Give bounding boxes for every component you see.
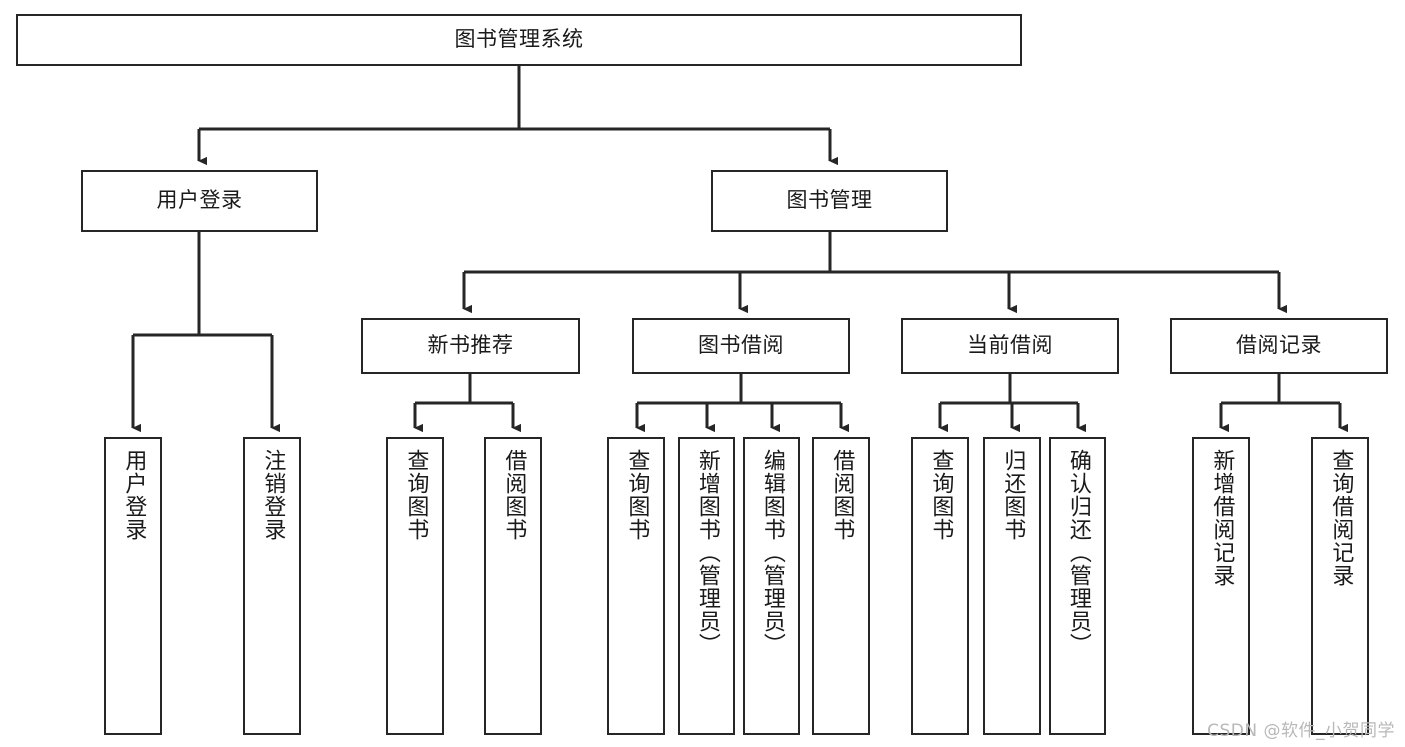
node-label: 图书管理 — [786, 188, 873, 213]
node-leaf[interactable]: 借阅图书 — [812, 437, 870, 735]
node-leaf[interactable]: 查询借阅记录 — [1311, 437, 1369, 735]
node-leaf[interactable]: 新增图书（管理员） — [678, 437, 735, 735]
node-root-system[interactable]: 图书管理系统 — [16, 14, 1022, 66]
node-label: 归还图书 — [1000, 449, 1026, 541]
node-borrow-record[interactable]: 借阅记录 — [1170, 318, 1388, 374]
node-label: 图书管理系统 — [454, 27, 584, 52]
node-label: 借阅图书 — [829, 449, 855, 541]
node-label: 图书借阅 — [698, 333, 784, 358]
node-leaf[interactable]: 查询图书 — [911, 437, 969, 735]
node-leaf[interactable]: 确认归还（管理员） — [1049, 437, 1106, 735]
node-leaf[interactable]: 新增借阅记录 — [1192, 437, 1250, 735]
node-label: 新增图书（管理员） — [694, 449, 720, 656]
node-label: 查询图书 — [624, 449, 650, 541]
node-leaf[interactable]: 借阅图书 — [484, 437, 542, 735]
node-label: 用户登录 — [121, 449, 147, 541]
node-leaf[interactable]: 查询图书 — [386, 437, 444, 735]
node-label: 注销登录 — [260, 449, 286, 541]
node-label: 确认归还（管理员） — [1065, 449, 1091, 656]
node-label: 新书推荐 — [427, 333, 514, 358]
node-book-borrow[interactable]: 图书借阅 — [632, 318, 850, 374]
node-user-login[interactable]: 用户登录 — [81, 170, 318, 232]
node-leaf[interactable]: 用户登录 — [104, 437, 162, 735]
node-label: 查询图书 — [928, 449, 954, 541]
node-new-book-recommend[interactable]: 新书推荐 — [361, 318, 580, 374]
node-leaf[interactable]: 编辑图书（管理员） — [743, 437, 800, 735]
node-label: 当前借阅 — [967, 333, 1053, 358]
node-label: 新增借阅记录 — [1209, 449, 1235, 587]
node-label: 借阅记录 — [1236, 333, 1322, 358]
node-label: 编辑图书（管理员） — [759, 449, 785, 656]
node-label: 查询图书 — [403, 449, 429, 541]
node-label: 借阅图书 — [501, 449, 527, 541]
node-label: 查询借阅记录 — [1328, 449, 1354, 587]
node-leaf[interactable]: 归还图书 — [983, 437, 1041, 735]
node-leaf[interactable]: 注销登录 — [243, 437, 301, 735]
node-book-management[interactable]: 图书管理 — [711, 170, 948, 232]
node-leaf[interactable]: 查询图书 — [607, 437, 665, 735]
node-current-borrow[interactable]: 当前借阅 — [901, 318, 1119, 374]
node-label: 用户登录 — [156, 188, 243, 213]
